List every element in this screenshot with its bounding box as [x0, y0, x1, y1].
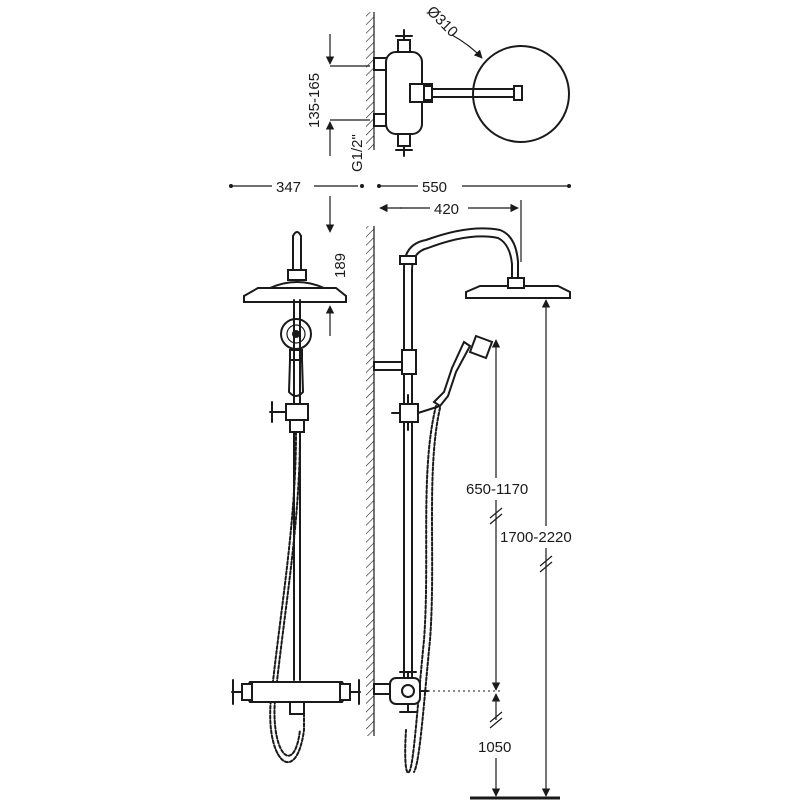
- diameter-leader: [451, 34, 483, 59]
- side-hose: [404, 405, 437, 774]
- side-shower-head: [465, 285, 571, 299]
- valve-height-label: 1050: [478, 739, 511, 756]
- front-hand-shower: [280, 318, 312, 397]
- width-dimensions: 347 550 420: [229, 179, 571, 262]
- head-total-height-label: 1700-2220: [500, 529, 572, 546]
- front-width-label: 347: [276, 179, 301, 196]
- thread-label: G1/2": [349, 134, 366, 172]
- arm-reach-label: 420: [434, 201, 459, 218]
- front-hose: [269, 431, 305, 764]
- top-view-arm: [423, 85, 523, 101]
- front-view: 189: [231, 196, 361, 764]
- top-view-shower-head: [472, 45, 570, 143]
- head-height-label: 189: [332, 253, 349, 278]
- diameter-label: Ø310: [423, 3, 461, 41]
- front-thermostatic-valve: [231, 679, 361, 715]
- top-view: Ø310 135-165 G1/2": [306, 3, 570, 172]
- height-dimensions: 650-1170 1700-2220 1050: [466, 299, 572, 797]
- front-diverter-handle: [269, 401, 309, 433]
- side-depth-label: 550: [422, 179, 447, 196]
- side-riser: [403, 227, 519, 691]
- side-view: [366, 226, 571, 800]
- handshower-height-label: 650-1170: [466, 481, 528, 498]
- wall-offset-label: 135-165: [306, 73, 323, 128]
- side-view-wall: [366, 226, 374, 736]
- top-view-valve: [373, 29, 433, 157]
- top-view-wall: [366, 12, 374, 150]
- side-thermostatic-valve: [373, 671, 429, 713]
- front-shower-head: [243, 287, 347, 303]
- side-hand-shower: [432, 334, 494, 408]
- side-diverter: [391, 394, 441, 431]
